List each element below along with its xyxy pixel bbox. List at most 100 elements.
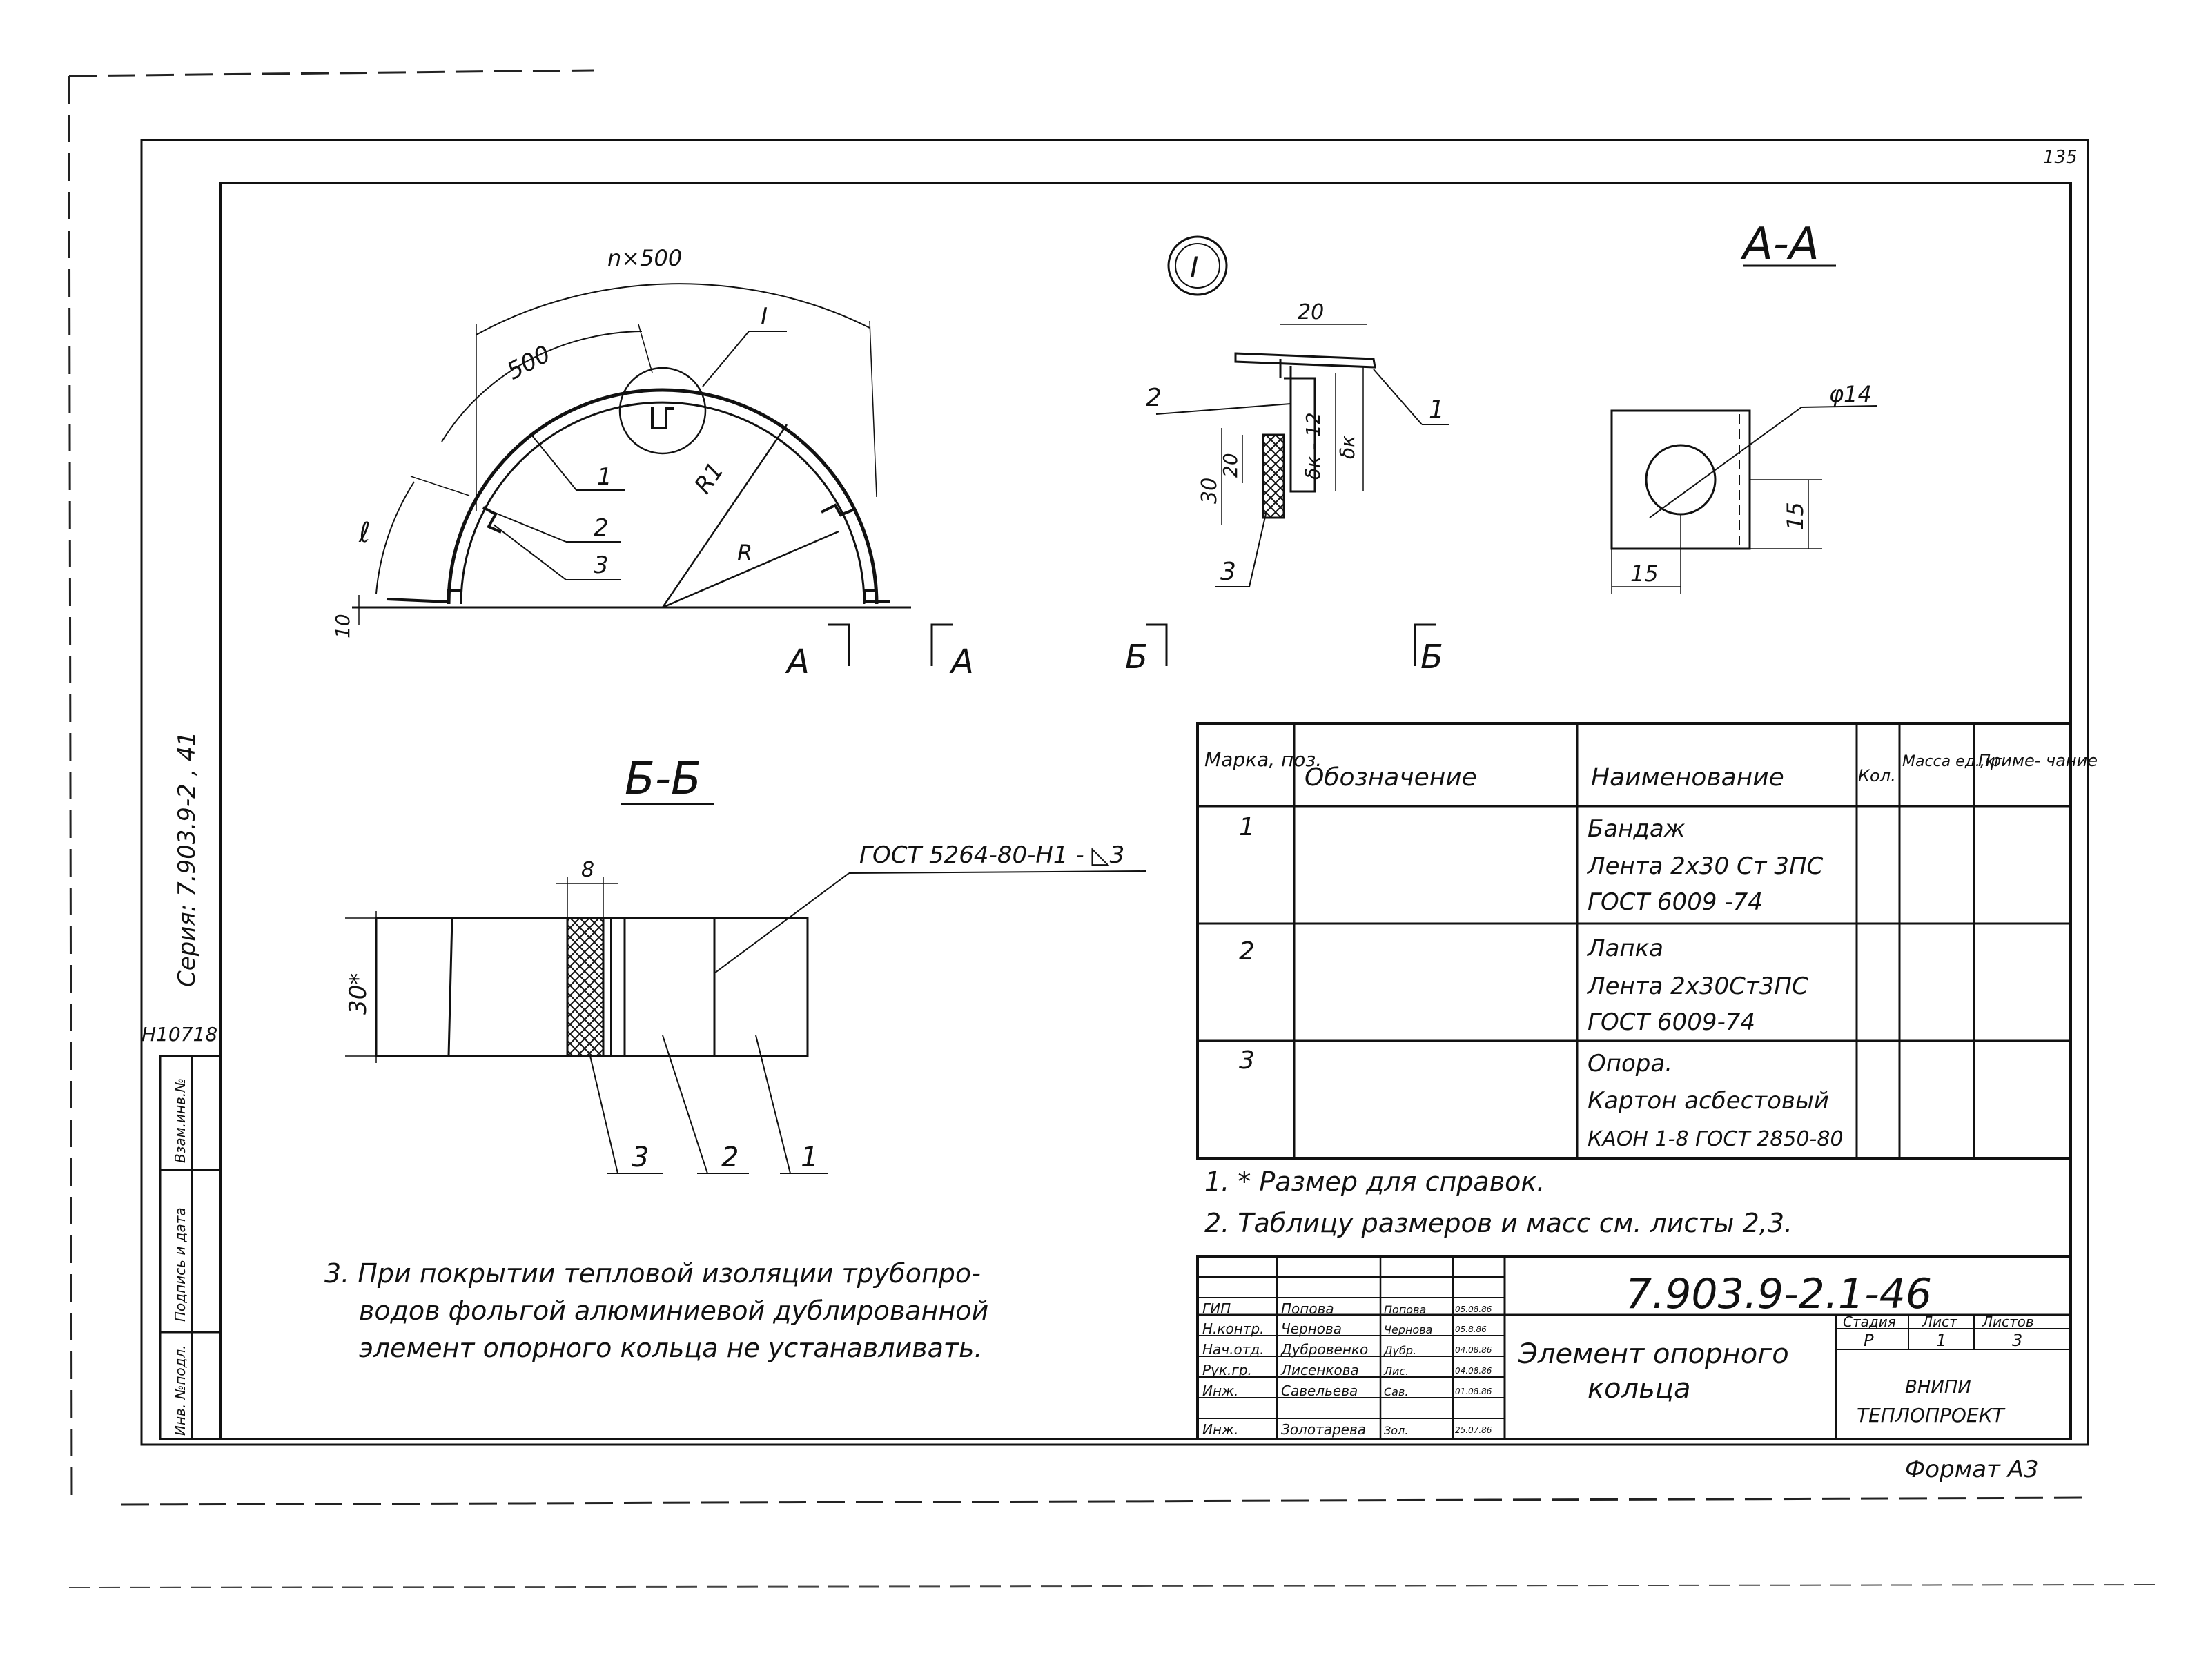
signer-4-name: Лисенкова [1280, 1362, 1359, 1378]
section-BB-view: Б-Б 8 30* ГОСТ 5264-80-Н1 - ◺3 3 2 1 [344, 754, 1146, 1174]
detail-d20: 20 [1298, 300, 1324, 324]
detail-callout-2: 2 [1146, 384, 1162, 412]
detail-I-title: I [1190, 251, 1198, 284]
section-AA-title: А-А [1740, 219, 1819, 270]
section-a-right: А [949, 643, 974, 681]
col-header-name: Наименование [1591, 763, 1784, 792]
signer-2-role: Н.контр. [1202, 1320, 1264, 1337]
signer-1-date: 05.08.86 [1455, 1305, 1492, 1314]
title-block: 7.903.9-2.1-46 Элемент опорного кольца С… [1196, 1255, 2072, 1440]
section-BB-callout-1: 1 [801, 1142, 818, 1173]
note-3: 3. При покрытии тепловой изоляции трубоп… [324, 1258, 988, 1363]
detail-d30: 30 [1198, 478, 1222, 504]
strip-cell-replace: Взам.инв.№ [172, 1078, 188, 1163]
archive-number: H10718 [141, 1023, 217, 1046]
section-AA-phi: φ14 [1829, 381, 1872, 407]
signer-3-sign: Дубр. [1383, 1344, 1416, 1357]
org-line-2: ТЕПЛОПРОЕКТ [1857, 1404, 2005, 1427]
signer-1-role: ГИП [1202, 1300, 1231, 1317]
note3-line-1: 3. При покрытии тепловой изоляции трубоп… [324, 1258, 981, 1289]
detail-d20v: 20 [1219, 453, 1242, 478]
stage-value: Р [1864, 1331, 1874, 1350]
ring-callout-2: 2 [594, 514, 609, 542]
row-2-pos: 2 [1239, 937, 1255, 966]
detail-mark-I: I [761, 303, 768, 331]
signer-1-sign: Попова [1384, 1303, 1426, 1316]
row-3-name-2: Картон асбестовый [1588, 1087, 1829, 1115]
ten-dimension: 10 [331, 614, 354, 638]
col-header-note: Приме- чание [1978, 751, 2098, 770]
signer-6-sign: Зол. [1384, 1424, 1408, 1437]
row-1-name-1: Бандаж [1588, 815, 1686, 843]
section-BB-callout-2: 2 [721, 1142, 739, 1173]
arc-segment-label: 500 [502, 340, 555, 386]
r1-label: R1 [689, 458, 730, 499]
signer-2-date: 05.8.86 [1455, 1325, 1487, 1334]
sheet-header: Лист [1922, 1313, 1958, 1330]
section-AA-d15h: 15 [1630, 560, 1659, 587]
ring-callout-1: 1 [597, 463, 612, 491]
section-a-left: А [785, 643, 810, 681]
row-3-pos: 3 [1239, 1046, 1255, 1075]
section-BB-gost: ГОСТ 5264-80-Н1 - ◺3 [859, 841, 1124, 869]
detail-I-view: I 20 30 20 δк - 12 δк 2 1 3 [1146, 235, 1449, 587]
signer-2-sign: Чернова [1384, 1323, 1432, 1336]
col-header-designation: Обозначение [1305, 763, 1477, 792]
signer-2-name: Чернова [1281, 1320, 1342, 1337]
row-2-name-3: ГОСТ 6009-74 [1588, 1008, 1755, 1036]
doc-title-line-1: Элемент опорного [1518, 1338, 1789, 1370]
note-1: 1. * Размер для справок. [1204, 1166, 1545, 1197]
section-BB-d8: 8 [581, 858, 594, 882]
r-label: R [737, 540, 752, 566]
detail-callout-3: 3 [1220, 558, 1236, 586]
detail-dk: δк [1336, 436, 1359, 459]
format-label: Формат А3 [1905, 1456, 2039, 1483]
org-line-1: ВНИПИ [1905, 1377, 1971, 1398]
signer-1-name: Попова [1281, 1300, 1334, 1317]
doc-title-line-2: кольца [1588, 1373, 1691, 1405]
signer-6-name: Золотарева [1281, 1421, 1366, 1438]
stage-header: Стадия [1843, 1313, 1896, 1330]
section-BB-callout-3: 3 [632, 1142, 649, 1173]
side-strip: Инв. №подл. Подпись и дата Взам.инв.№ Се… [141, 732, 222, 1440]
sheets-header: Листов [1982, 1313, 2034, 1330]
row-2-name-2: Лента 2х30Ст3ПС [1586, 973, 1808, 1000]
strip-cell-inv: Инв. №подл. [172, 1345, 188, 1436]
signer-3-date: 04.08.86 [1455, 1345, 1492, 1355]
section-b-right: Б [1420, 638, 1443, 676]
signer-6-date: 25.07.86 [1455, 1425, 1492, 1435]
strip-cell-sign: Подпись и дата [172, 1207, 188, 1322]
signer-4-sign: Лис. [1383, 1365, 1409, 1378]
signer-3-role: Нач.отд. [1202, 1341, 1264, 1358]
row-3-name-1: Опора. [1588, 1050, 1672, 1077]
signer-4-date: 04.08.86 [1455, 1366, 1492, 1376]
section-BB-d30: 30* [344, 973, 372, 1015]
signer-3-name: Дубровенко [1280, 1341, 1368, 1358]
signer-6-role: Инж. [1202, 1421, 1238, 1438]
page-number: 135 [2043, 147, 2078, 168]
section-b-left: Б [1125, 638, 1148, 676]
signer-4-role: Рук.гр. [1202, 1362, 1252, 1378]
row-1-name-3: ГОСТ 6009 -74 [1588, 888, 1763, 916]
l-dimension: ℓ [358, 517, 371, 549]
signer-5-name: Савельева [1281, 1383, 1358, 1399]
doc-number: 7.903.9-2.1-46 [1625, 1270, 1932, 1318]
ring-callout-3: 3 [594, 551, 609, 579]
row-1-pos: 1 [1239, 813, 1255, 841]
row-1-name-2: Лента 2х30 Ст 3ПС [1586, 852, 1824, 880]
row-2-name-1: Лапка [1586, 935, 1663, 962]
section-AA-view: А-А φ14 15 15 [1610, 219, 1878, 594]
detail-callout-1: 1 [1429, 395, 1445, 424]
signer-5-date: 01.08.86 [1455, 1387, 1492, 1396]
ring-view: I n×500 500 ℓ R1 R 10 1 2 3 А А [331, 245, 1443, 681]
arc-total-label: n×500 [607, 245, 682, 271]
note3-line-3: элемент опорного кольца не устанавливать… [359, 1333, 983, 1363]
spec-table: Марка, поз. Обозначение Наименование Кол… [1196, 722, 2098, 1160]
sheets-value: 3 [2012, 1331, 2022, 1350]
signer-5-role: Инж. [1202, 1383, 1238, 1399]
section-BB-title: Б-Б [625, 754, 701, 805]
col-header-pos: Марка, поз. [1204, 748, 1322, 771]
section-AA-d15v: 15 [1782, 502, 1808, 530]
signer-5-sign: Сав. [1384, 1385, 1409, 1398]
